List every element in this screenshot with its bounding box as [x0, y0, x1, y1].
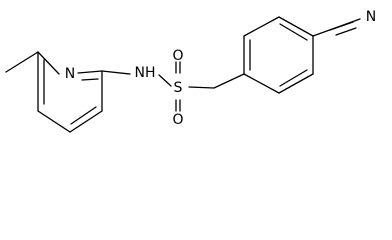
structure-diagram: N NH S O O N [5, 9, 376, 133]
nh-to-sulfur-bond [158, 74, 172, 87]
sulfonyl-oxygen-top-label: O [172, 48, 183, 64]
pyridine-nitrogen-label: N [65, 66, 75, 82]
sulfur-label: S [174, 80, 183, 96]
sulfonyl-oxygen-bottom-label: O [172, 112, 183, 128]
sulfonyl-double-bonds [175, 61, 181, 112]
pyridine-to-nh-bond [101, 70, 131, 75]
pyridine-ring [37, 51, 103, 133]
benzene-ring [243, 16, 314, 94]
nitrile-nitrogen-label: N [366, 9, 376, 25]
sulfur-to-ch2-bond [188, 86, 215, 89]
methyl-group [5, 51, 39, 73]
nitrile-group [312, 18, 361, 37]
amide-nh-label: NH [135, 65, 156, 81]
ch2-to-ring-bond [213, 73, 245, 89]
